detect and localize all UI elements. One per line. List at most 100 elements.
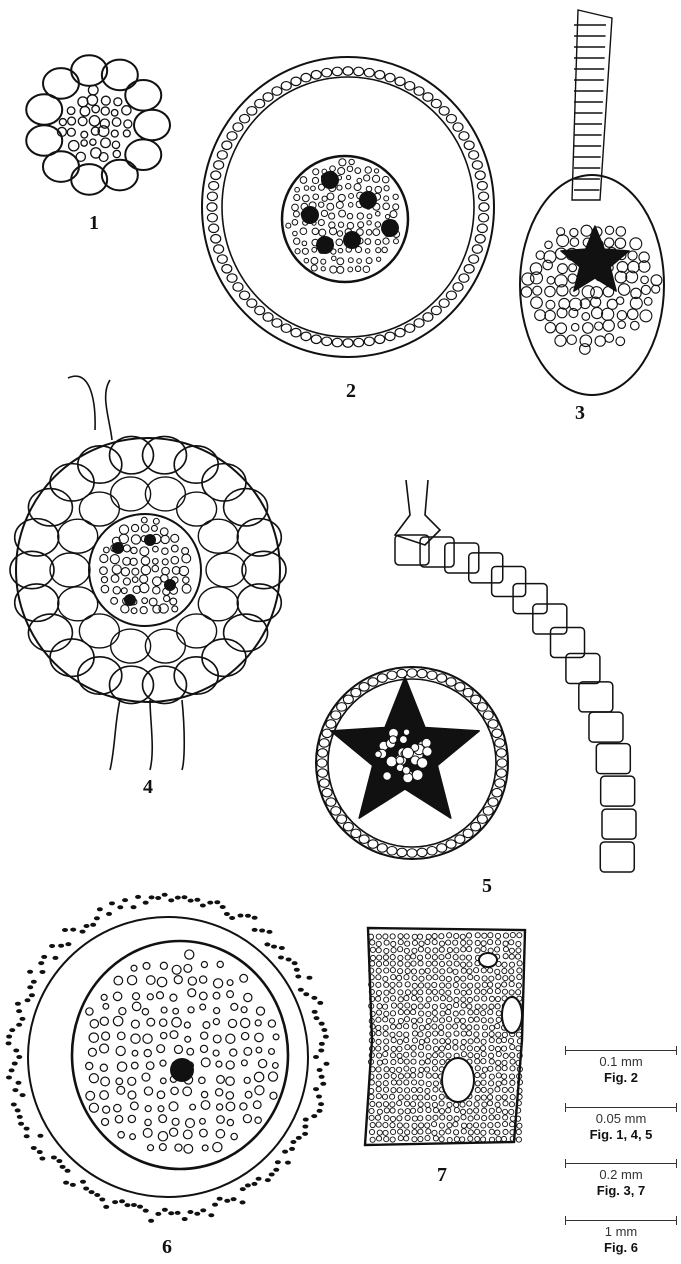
stele-cell: [131, 535, 140, 544]
stele-cell: [294, 195, 300, 201]
tracheid: [156, 992, 163, 999]
tracheid: [185, 1036, 191, 1042]
tissue-cell: [404, 1010, 409, 1015]
tissue-cell: [384, 982, 389, 987]
tissue-cell: [397, 1024, 402, 1029]
figure-3-stem-with-leaf-trace: [520, 10, 664, 395]
tissue-cell: [376, 1025, 381, 1030]
tissue-cell: [384, 968, 389, 973]
parenchyma-cell: [618, 284, 630, 296]
epidermal-dot: [318, 1048, 324, 1052]
inner-cell: [101, 96, 110, 105]
tissue-cell: [460, 1102, 465, 1107]
cortex-cell: [233, 283, 243, 292]
tissue-cell: [376, 934, 381, 939]
cortex-cell: [364, 337, 374, 346]
tissue-cell: [495, 1087, 500, 1092]
epidermal-dot: [303, 1118, 309, 1122]
epidermal-dot: [181, 895, 187, 899]
epidermal-dot: [252, 916, 258, 920]
tissue-cell: [495, 1130, 500, 1135]
tissue-cell: [418, 1018, 423, 1023]
stele-cell: [382, 176, 389, 183]
parenchyma-cell: [603, 320, 614, 331]
tissue-cell: [370, 1101, 375, 1106]
tracheid: [159, 1019, 166, 1026]
tracheid: [90, 1020, 98, 1028]
stele-cell: [172, 606, 178, 612]
epidermal-dot: [16, 1055, 22, 1059]
stele-cell: [367, 214, 372, 219]
stele-cell: [311, 186, 316, 191]
tracheid: [227, 980, 233, 986]
epidermal-cell: [602, 809, 636, 839]
tissue-cell: [376, 1010, 381, 1015]
tissue-cell: [411, 1073, 416, 1078]
inner-cell: [67, 107, 75, 115]
tissue-cell: [461, 968, 466, 973]
tracheid: [214, 1008, 220, 1014]
tissue-cell: [404, 1032, 409, 1037]
tissue-cell: [369, 1115, 374, 1120]
inner-cortex-cell: [198, 519, 238, 553]
stele-cell: [141, 557, 149, 565]
epidermal-dot: [18, 1122, 24, 1126]
epidermal-dot: [109, 901, 115, 905]
inner-cortex-cell: [58, 587, 98, 621]
stele-cell: [153, 587, 160, 594]
tissue-cell: [384, 1046, 389, 1051]
tissue-cell: [397, 1046, 402, 1051]
tissue-cell: [419, 1025, 424, 1030]
tissue-cell: [405, 1130, 410, 1135]
cortex-cell: [174, 657, 218, 694]
tissue-cell: [481, 941, 486, 946]
epidermal-dot: [265, 1178, 271, 1182]
tracheid: [183, 1130, 192, 1139]
epidermal-dot: [131, 905, 137, 909]
epidermal-dot: [273, 1168, 279, 1172]
stele-cell: [110, 555, 119, 564]
tissue-cell: [495, 1122, 500, 1127]
stele-cell: [373, 229, 380, 236]
endodermis-cell: [319, 779, 329, 788]
tissue-cell: [404, 1037, 409, 1042]
endodermis-cell: [368, 678, 378, 687]
cortex-cell: [233, 123, 243, 132]
stele-cell: [132, 568, 139, 575]
epidermal-dot: [41, 955, 47, 959]
tissue-cell: [412, 940, 417, 945]
endodermis-cell: [477, 703, 487, 712]
tracheid: [119, 1008, 126, 1015]
tracheid: [133, 993, 140, 1000]
xylem-strand: [321, 171, 339, 189]
root: [110, 700, 184, 770]
tissue-cell: [404, 934, 409, 939]
parenchyma-cell: [521, 287, 531, 297]
stele-cell: [153, 546, 159, 552]
cortex-cell: [143, 436, 187, 473]
tracheid: [144, 1050, 151, 1057]
tissue-cell: [377, 955, 382, 960]
tissue-cell: [502, 1032, 507, 1037]
epidermal-dot: [90, 923, 96, 927]
tissue-cell: [412, 1095, 417, 1100]
tissue-cell: [446, 954, 451, 959]
epidermal-dot: [124, 1203, 130, 1207]
cortex-cell: [207, 213, 217, 222]
cortex-cell: [174, 446, 218, 483]
epidermal-dot: [162, 893, 168, 897]
tissue-cell: [454, 1116, 459, 1121]
cortex-cell: [343, 339, 353, 348]
tracheid: [228, 1019, 236, 1027]
tissue-cell: [376, 961, 381, 966]
tissue-cell: [475, 1059, 480, 1064]
endodermis-cell: [477, 815, 487, 824]
tissue-cell: [370, 955, 375, 960]
epidermal-dot: [155, 1212, 161, 1216]
stele-cell: [121, 605, 129, 613]
tracheid: [226, 1061, 234, 1069]
stele-cell: [131, 547, 137, 553]
stele-cell: [337, 258, 344, 265]
tissue-cell: [509, 1102, 514, 1107]
cortex-cell: [343, 67, 353, 76]
